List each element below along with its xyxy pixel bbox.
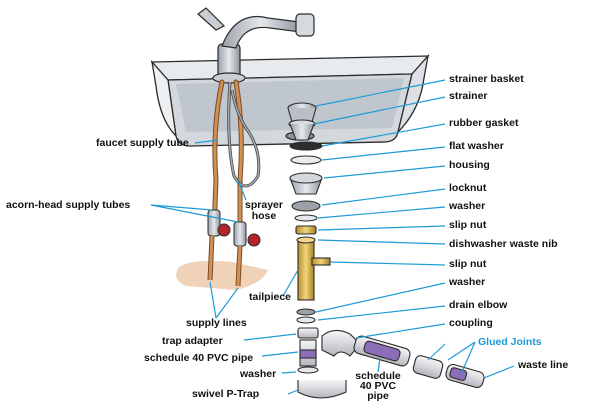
label-housing: housing: [449, 159, 490, 171]
label-40-pvc: 40 PVC: [359, 380, 397, 392]
label-strainer: strainer: [449, 90, 488, 102]
washer-part-2: [296, 316, 316, 324]
label-locknut: locknut: [449, 182, 487, 194]
label-dishwasher-waste-nib: dishwasher waste nib: [449, 238, 558, 250]
faucet-supply-tubes: [211, 79, 244, 239]
label-swivel-p-trap: swivel P-Trap: [192, 388, 260, 400]
label-schedule-40-pvc-pipe: schedule 40 PVC pipe: [144, 352, 254, 364]
label-waste-line: waste line: [518, 359, 569, 371]
rubber-gasket-part: [289, 141, 323, 151]
washer-part-bottom: [297, 366, 319, 374]
leader-lines: [150, 79, 515, 395]
label-washer-bottom: washer: [240, 368, 277, 380]
label-strainer-basket: strainer basket: [449, 73, 524, 85]
label-pipe: pipe: [367, 390, 389, 402]
washer-part-1: [294, 214, 318, 222]
label-glued-joints: Glued Joints: [478, 336, 542, 348]
label-drain-elbow: drain elbow: [449, 299, 508, 311]
coupling-part: [412, 355, 444, 379]
label-faucet-supply-tube: faucet supply tube: [96, 137, 189, 149]
label-coupling: coupling: [449, 317, 493, 329]
label-trap-adapter: trap adapter: [162, 335, 223, 347]
label-washer-1: washer: [449, 200, 486, 212]
sink-basin: [150, 53, 430, 147]
label-acorn-head-supply-tubes: acorn-head supply tubes: [6, 199, 131, 211]
floor-shadow: [176, 260, 268, 290]
label-schedule: schedule: [355, 370, 401, 382]
label-slip-nut-2: slip nut: [449, 258, 487, 270]
label-rubber-gasket: rubber gasket: [449, 117, 519, 129]
flat-washer-part: [290, 155, 322, 165]
label-slip-nut-1: slip nut: [449, 219, 487, 231]
slip-nut-part-2: [296, 308, 316, 316]
label-hose: hose: [251, 210, 277, 222]
slip-nut-part-1: [295, 225, 317, 235]
drain-stack: [287, 102, 347, 399]
label-flat-washer: flat washer: [449, 140, 504, 152]
dishwasher-nib-part: [311, 257, 331, 266]
locknut-part: [291, 200, 321, 212]
p-trap-part: [297, 380, 347, 399]
trap-adapter-part: [297, 327, 319, 339]
tailpiece-part: [297, 239, 315, 301]
label-tailpiece: tailpiece: [249, 291, 292, 303]
label-supply-lines: supply lines: [186, 317, 247, 329]
drain-elbow-part: [321, 329, 361, 357]
label-washer-2: washer: [449, 276, 486, 288]
label-sprayer: sprayer: [245, 199, 283, 211]
supply-lines: [207, 235, 243, 287]
